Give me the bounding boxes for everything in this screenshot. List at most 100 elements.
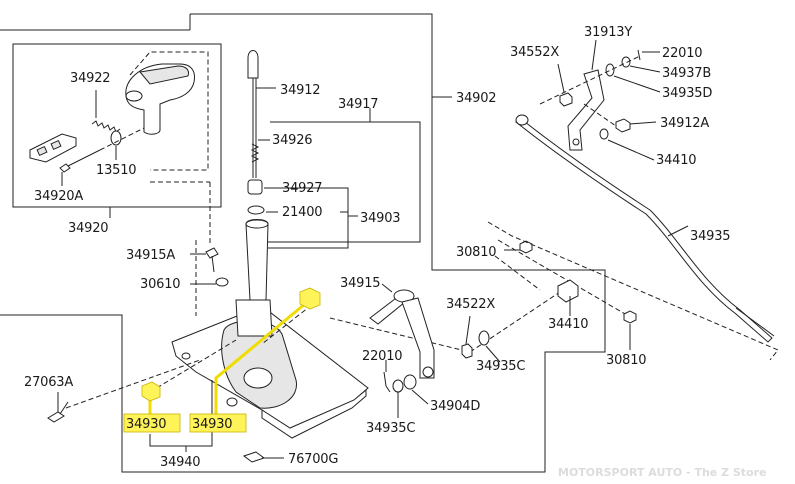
washer-34935D [605, 63, 615, 77]
label-34937B: 34937B [662, 66, 711, 81]
button-slot-2 [50, 139, 62, 151]
bushing-34930-right [299, 287, 321, 310]
label-22010-upper: 22010 [662, 46, 702, 61]
shift-knob [125, 63, 195, 135]
leader-34935 [667, 225, 689, 237]
rod-thread [735, 307, 775, 337]
pin-22010-lower [383, 371, 391, 393]
label-30610: 30610 [140, 277, 180, 292]
bracket-31913Y [567, 69, 605, 151]
label-34915A: 34915A [126, 248, 175, 263]
leader-34935D [613, 75, 661, 93]
bolt-34915A [205, 247, 219, 259]
label-34920A: 34920A [34, 189, 83, 204]
leader-34410a [607, 139, 655, 161]
bracket-34940 [149, 434, 213, 447]
bushing-34410-upper [599, 128, 609, 140]
label-34904D: 34904D [430, 399, 480, 414]
label-34926: 34926 [272, 133, 312, 148]
assembly-boundary-34902 [0, 13, 606, 473]
clip-76700G [242, 451, 266, 463]
leader-34904D [411, 389, 429, 405]
label-30810-lower: 30810 [606, 353, 646, 368]
nut-34912A [615, 118, 631, 133]
label-34935C-upper: 34935C [476, 359, 525, 374]
label-34410-upper: 34410 [656, 153, 696, 168]
leader-34912A [629, 121, 657, 125]
label-34927: 34927 [282, 181, 322, 196]
highlight-label-bg-2 [189, 413, 247, 433]
label-34920: 34920 [68, 221, 108, 236]
label-34552X: 34552X [510, 45, 559, 60]
label-21400: 21400 [282, 205, 322, 220]
shifter-base-mount [235, 299, 273, 337]
knob-detail-box [12, 43, 222, 208]
nut-30610 [215, 277, 229, 287]
control-rod-34935 [515, 117, 773, 343]
label-34935C-lower: 34935C [366, 421, 415, 436]
label-34917: 34917 [338, 97, 378, 112]
dash-27063A [65, 359, 201, 409]
washer-34935C-upper [478, 330, 490, 346]
dash-30810 [497, 239, 633, 319]
leader-34935C-upper [485, 345, 501, 363]
nut-30810-lower [623, 310, 637, 324]
label-34912A: 34912A [660, 116, 709, 131]
highlight-label-bg-1 [123, 413, 181, 433]
bracket-hole [572, 138, 580, 146]
watermark: MOTORSPORT AUTO - The Z Store [558, 466, 767, 479]
pin-22010-upper [637, 49, 641, 61]
label-34912: 34912 [280, 83, 320, 98]
screw-27063A [47, 411, 65, 423]
label-76700G: 76700G [288, 452, 338, 467]
nut-34552X [559, 92, 573, 107]
label-34935D: 34935D [662, 86, 712, 101]
dash-upper-bracket [539, 55, 641, 105]
highlight-leader-2 [214, 296, 313, 414]
washer-34935C-lower [392, 379, 404, 393]
label-13510: 13510 [96, 163, 136, 178]
label-30810-upper: 30810 [456, 245, 496, 260]
rod-end-eye [515, 114, 529, 126]
knob-dash-box [129, 51, 209, 171]
label-31913Y: 31913Y [584, 25, 632, 40]
dash-bushing [149, 339, 237, 393]
washer-13510 [110, 130, 122, 146]
bushing-34410-lower [557, 279, 579, 303]
label-34922: 34922 [70, 71, 110, 86]
bushing-34930-left [141, 381, 161, 402]
lever-tube [245, 219, 269, 301]
label-34930-right: 34930 [192, 417, 232, 432]
dash-rod-lower-b [494, 255, 541, 291]
label-34410-lower: 34410 [548, 317, 588, 332]
knob-spring [91, 120, 121, 133]
washer-34904D [403, 374, 417, 390]
label-34940: 34940 [160, 455, 200, 470]
rod-collar-34927 [247, 179, 263, 195]
leader-34915 [381, 283, 393, 293]
bolt-34522X [461, 343, 473, 359]
link-lever [401, 297, 435, 379]
screw-27063A-shaft [59, 401, 69, 415]
bolt-34915A-shaft [211, 255, 215, 273]
button-slot-1 [36, 145, 48, 157]
base-hole-2 [226, 397, 238, 407]
ring-21400 [247, 205, 265, 215]
base-plate-edge [261, 388, 367, 439]
screw-axis [99, 127, 145, 151]
leader-34937B [629, 65, 661, 73]
base-pivot [243, 367, 273, 389]
label-34935: 34935 [690, 229, 730, 244]
label-27063A: 27063A [24, 375, 73, 390]
label-34915: 34915 [340, 276, 380, 291]
leader-34522X [465, 315, 471, 345]
leader-34552X [557, 63, 565, 93]
rod-spring [250, 143, 260, 163]
lever-tube-top [245, 219, 269, 229]
screw-34920A [59, 163, 71, 173]
label-34930-left: 34930 [126, 417, 166, 432]
leader-31913Y [591, 39, 597, 71]
dash-upper-nut [583, 103, 617, 127]
